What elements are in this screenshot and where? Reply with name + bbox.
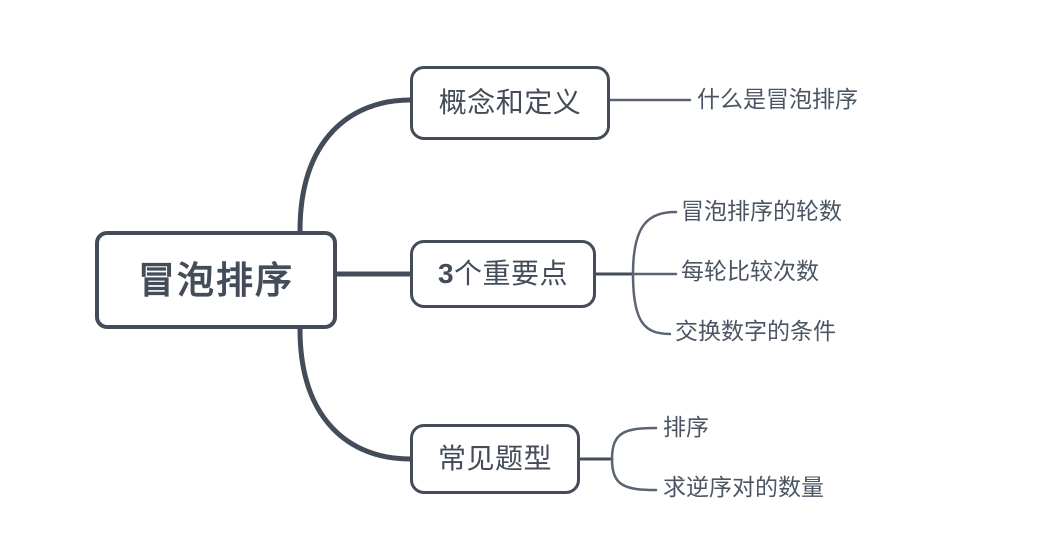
node-common-problems-label: 常见题型 [437,443,552,474]
leaf-label-what-is-bubble-sort[interactable]: 什么是冒泡排序 [697,86,858,112]
connector-key-points-leaf-0 [631,210,678,276]
node-key-points-label: 3个重要点 [438,260,568,288]
connector-key-points-leaf-2 [631,272,672,336]
node-key-points-text: 个重要点 [454,258,569,289]
node-concepts-label: 概念和定义 [438,87,582,118]
node-concepts[interactable]: 概念和定义 [410,66,610,140]
node-root-label: 冒泡排序 [138,259,294,301]
connector-common-problems-leaf-0 [610,426,658,461]
leaf-label-count-inversions[interactable]: 求逆序对的数量 [663,474,824,500]
connector-root-to-concepts [297,97,413,234]
node-common-problems[interactable]: 常见题型 [410,424,580,494]
node-key-points[interactable]: 3个重要点 [410,240,596,308]
leaf-label-comparisons-per-round[interactable]: 每轮比较次数 [681,258,819,284]
connector-common-problems-leaf-1 [610,457,658,492]
leaf-label-swap-condition[interactable]: 交换数字的条件 [675,318,836,344]
leaf-label-sorting[interactable]: 排序 [663,414,709,440]
node-key-points-number: 3 [437,258,455,289]
node-root[interactable]: 冒泡排序 [95,231,337,329]
connector-root-to-common-problems [297,326,413,462]
leaf-label-number-of-rounds[interactable]: 冒泡排序的轮数 [681,198,842,224]
